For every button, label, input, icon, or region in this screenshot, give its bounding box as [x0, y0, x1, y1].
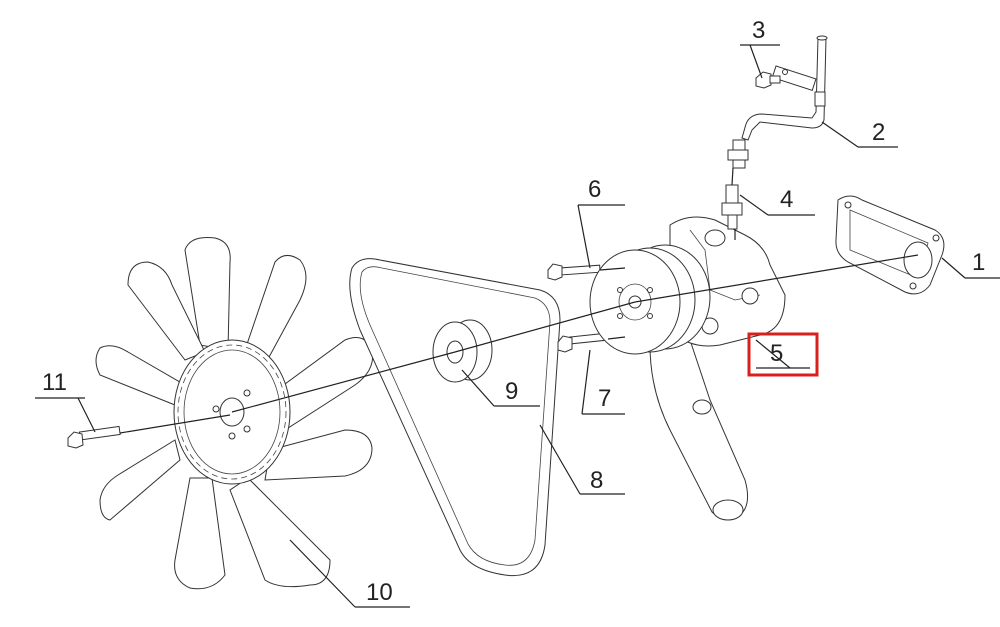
callout-5[interactable]: 5 — [770, 340, 783, 367]
fan-blade — [95, 345, 186, 406]
bolt-3[interactable] — [755, 71, 781, 89]
axis-line — [607, 336, 626, 340]
callout-numbers: 1 2 3 4 5 6 7 8 9 10 11 — [42, 17, 985, 606]
fan-blade — [184, 237, 231, 351]
bolt-6-head — [547, 263, 563, 281]
bolt-7[interactable] — [557, 332, 609, 353]
pump-pulley-bolt-hole — [647, 287, 653, 293]
belt-outer — [349, 258, 561, 577]
leader-6 — [577, 204, 591, 269]
leader-2 — [821, 121, 859, 148]
fan-hub-inner-ring — [183, 349, 281, 475]
leader-3 — [749, 44, 763, 79]
leader-4 — [739, 194, 769, 216]
callout-3[interactable]: 3 — [752, 17, 765, 44]
fan-bolt-hole — [243, 389, 251, 397]
axis-line — [119, 414, 231, 434]
fan-bolt-hole — [212, 405, 220, 413]
fitting-4[interactable] — [721, 184, 743, 230]
axis-line — [231, 351, 456, 413]
bolt-11[interactable] — [67, 425, 121, 449]
pump-outlet-port — [712, 499, 744, 521]
pump-housing-boss — [704, 229, 726, 247]
fitting-4-thread — [727, 214, 738, 230]
water-pump[interactable] — [589, 216, 786, 521]
pipe-clamp — [814, 91, 826, 107]
belt-inner — [359, 266, 551, 566]
fan-blade — [99, 439, 181, 521]
coolant-pipe[interactable] — [727, 35, 828, 169]
pump-pulley-bolt-hole — [617, 313, 623, 319]
center-lines — [119, 167, 919, 434]
leader-11 — [77, 397, 96, 433]
pump-housing-boss — [741, 287, 759, 305]
leader-1 — [941, 257, 966, 279]
callout-4[interactable]: 4 — [780, 186, 793, 213]
pipe-bracket-hole — [782, 69, 788, 75]
gasket-bolt-hole — [932, 234, 940, 242]
pipe-connector-nut — [727, 149, 749, 161]
pump-outlet-elbow — [649, 339, 749, 520]
leader-8 — [539, 424, 581, 495]
fan-blade — [229, 477, 331, 588]
fan-blade — [174, 477, 226, 590]
gasket-port — [903, 241, 933, 279]
fan-blade — [264, 429, 373, 481]
idler-pulley[interactable] — [432, 319, 493, 383]
axis-line — [599, 267, 626, 271]
fitting-4-hex — [721, 202, 743, 216]
fan-bolt-hole — [243, 425, 251, 433]
pipe-body — [741, 37, 827, 141]
pipe-end-cap — [816, 35, 828, 41]
bolt-11-shank — [78, 425, 121, 441]
leader-10 — [289, 539, 356, 608]
callout-11[interactable]: 11 — [42, 369, 67, 396]
callout-1[interactable]: 1 — [972, 249, 985, 276]
axis-line — [731, 167, 734, 186]
bolt-6[interactable] — [547, 263, 601, 281]
callout-9[interactable]: 9 — [505, 378, 518, 405]
pump-pulley-bolt-hole — [647, 313, 653, 319]
bolt-11-head — [67, 431, 84, 449]
axis-line — [454, 301, 636, 353]
fan-blade — [244, 255, 307, 371]
bolt-3-shank — [769, 75, 781, 84]
drive-belt[interactable] — [349, 258, 561, 577]
pump-pulley-hub — [618, 283, 652, 321]
leader-7 — [581, 349, 591, 415]
pump-side-port — [692, 399, 712, 415]
fan-bolt-hole — [228, 432, 236, 440]
axis-line — [634, 254, 919, 303]
fitting-4-body — [725, 184, 739, 204]
callout-8[interactable]: 8 — [590, 467, 603, 494]
bolt-7-head — [557, 335, 573, 353]
fan-assembly[interactable] — [95, 237, 374, 590]
callout-2[interactable]: 2 — [872, 119, 885, 146]
leader-9 — [461, 369, 495, 407]
fan-blade — [127, 261, 206, 361]
bolt-3-head — [755, 71, 772, 89]
gasket-bolt-hole — [909, 282, 917, 290]
pump-pulley-bolt-hole — [617, 287, 623, 293]
gasket-bolt-hole — [844, 201, 852, 209]
callout-6[interactable]: 6 — [588, 176, 601, 203]
gasket[interactable] — [835, 195, 945, 295]
fan-hub-slots — [177, 344, 287, 480]
callout-10[interactable]: 10 — [366, 579, 393, 606]
callout-7[interactable]: 7 — [598, 385, 611, 412]
leader-5 — [755, 339, 791, 369]
callout-5-highlight-box — [747, 332, 819, 377]
callout-leaders — [35, 44, 1000, 608]
bolt-6-shank — [559, 264, 601, 276]
